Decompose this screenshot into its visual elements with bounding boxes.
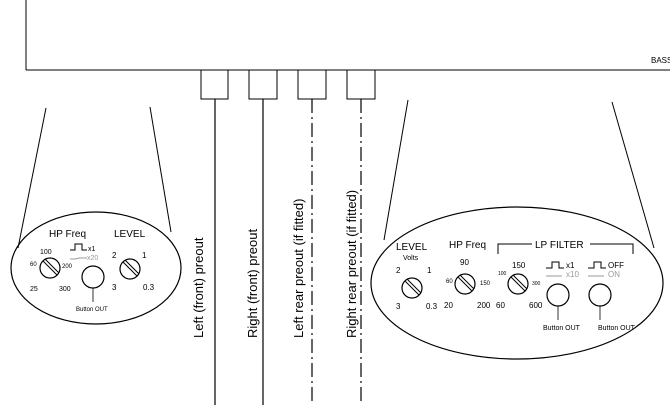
right-control-panel: LEVEL Volts HP Freq LP FILTER 2 1 3 0.3 …	[370, 99, 664, 360]
lp-tick-60: 60	[496, 301, 505, 310]
preout-connectors	[200, 69, 376, 100]
lp-filter-title: LP FILTER	[535, 240, 584, 251]
connector-left-rear	[297, 69, 327, 100]
unit-label: BASS	[651, 56, 670, 65]
right-level-tick-0.3: 0.3	[426, 302, 438, 311]
left-level-tick-2: 2	[112, 251, 117, 260]
amplifier-unit: BASS	[25, 0, 670, 71]
right-hp-tick-90: 90	[460, 258, 469, 267]
right-level-tick-3: 3	[396, 302, 401, 311]
filter-button-label: Button OUT	[598, 325, 636, 332]
range-switch-x1: x1	[566, 261, 575, 270]
left-level-tick-1: 1	[142, 251, 147, 260]
filter-button[interactable]	[588, 283, 612, 307]
right-level-title: LEVEL	[396, 242, 428, 253]
lp-tick-300: 300	[532, 281, 541, 287]
lp-tick-100: 100	[498, 271, 507, 277]
right-level-tick-2: 2	[396, 266, 401, 275]
right-hp-tick-150: 150	[480, 281, 491, 287]
left-switch-icon	[70, 243, 87, 260]
preout-labels: Left (front) preout Right (front) preout…	[191, 190, 359, 338]
left-hp-tick-25: 25	[30, 286, 38, 293]
left-button-label: Button OUT	[76, 307, 108, 313]
right-hp-tick-20: 20	[444, 301, 453, 310]
lp-filter-bracket	[497, 243, 634, 254]
left-hp-tick-60: 60	[30, 262, 37, 268]
lp-tick-600: 600	[529, 301, 543, 310]
label-left-front: Left (front) preout	[191, 237, 206, 338]
left-hp-tick-100: 100	[40, 249, 52, 256]
left-hp-tick-300: 300	[59, 286, 71, 293]
left-level-tick-0.3: 0.3	[143, 283, 155, 292]
filter-switch-on: ON	[608, 270, 620, 279]
left-button[interactable]	[81, 265, 105, 289]
right-level-unit: Volts	[403, 255, 419, 262]
lp-tick-150: 150	[512, 261, 526, 270]
left-switch-x1: x1	[88, 246, 96, 253]
preout-cables	[214, 99, 362, 405]
right-hp-freq-title: HP Freq	[449, 240, 486, 251]
right-hp-freq-knob[interactable]	[454, 273, 476, 295]
range-button[interactable]	[546, 283, 570, 307]
left-hp-freq-knob[interactable]	[39, 257, 61, 279]
left-switch-x20: x20	[87, 255, 98, 262]
left-control-panel: HP Freq LEVEL 60 100 200 25 300 x1 x20 B…	[10, 106, 182, 325]
label-right-rear: Right rear preout (if fitted)	[344, 190, 359, 338]
left-level-title: LEVEL	[114, 229, 146, 240]
range-switch-x10: x10	[566, 270, 579, 279]
filter-switch-icon	[588, 261, 606, 277]
connector-right-front	[248, 69, 278, 100]
label-left-rear: Left rear preout (if fitted)	[291, 199, 306, 338]
right-hp-tick-200: 200	[477, 301, 491, 310]
label-right-front: Right (front) preout	[245, 229, 260, 338]
left-hp-freq-title: HP Freq	[49, 229, 86, 240]
right-level-tick-1: 1	[427, 266, 432, 275]
left-level-knob[interactable]	[119, 258, 141, 280]
left-hp-tick-200: 200	[62, 264, 73, 270]
connector-left-front	[200, 69, 229, 100]
left-level-tick-3: 3	[112, 283, 117, 292]
right-level-knob[interactable]	[401, 277, 423, 299]
filter-switch-off: OFF	[608, 261, 624, 270]
connector-right-rear	[346, 69, 376, 100]
lp-freq-knob[interactable]	[507, 273, 529, 295]
range-button-label: Button OUT	[543, 325, 581, 332]
range-switch-icon	[546, 261, 564, 277]
right-hp-tick-60: 60	[446, 279, 453, 285]
